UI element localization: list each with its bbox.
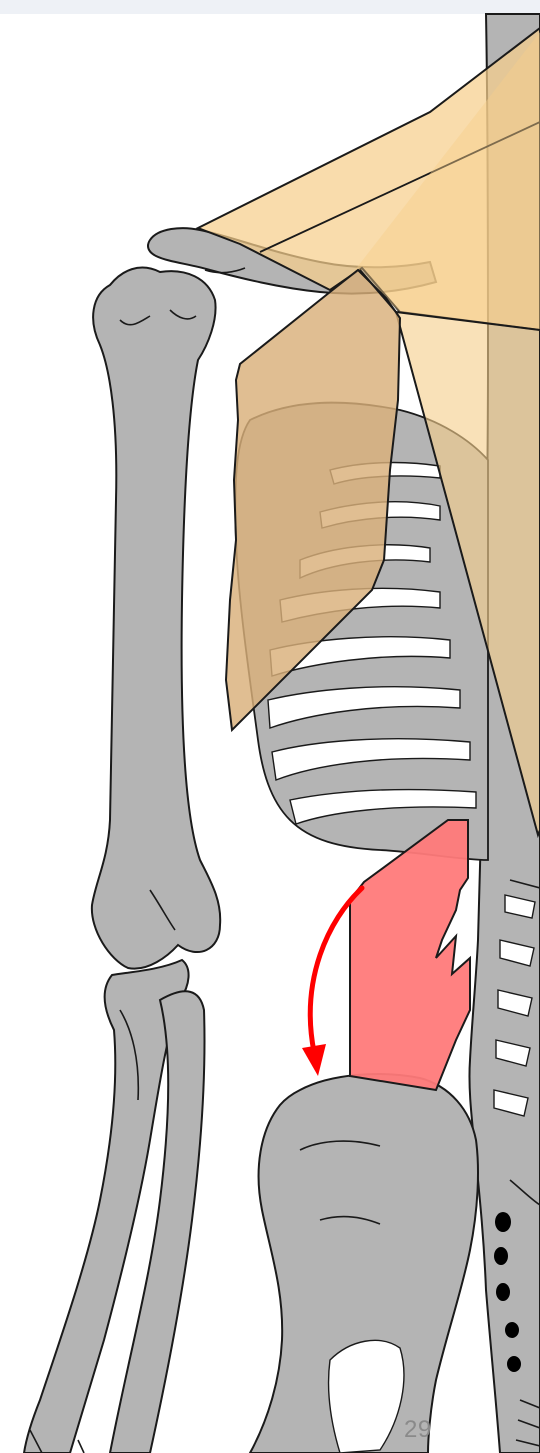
quadratus-lumborum-overlay	[350, 820, 470, 1090]
radius-ulna-bones	[24, 960, 205, 1453]
page-number: 29	[404, 1416, 432, 1444]
pelvis-bone	[250, 1074, 478, 1453]
humerus-bone	[92, 268, 220, 969]
